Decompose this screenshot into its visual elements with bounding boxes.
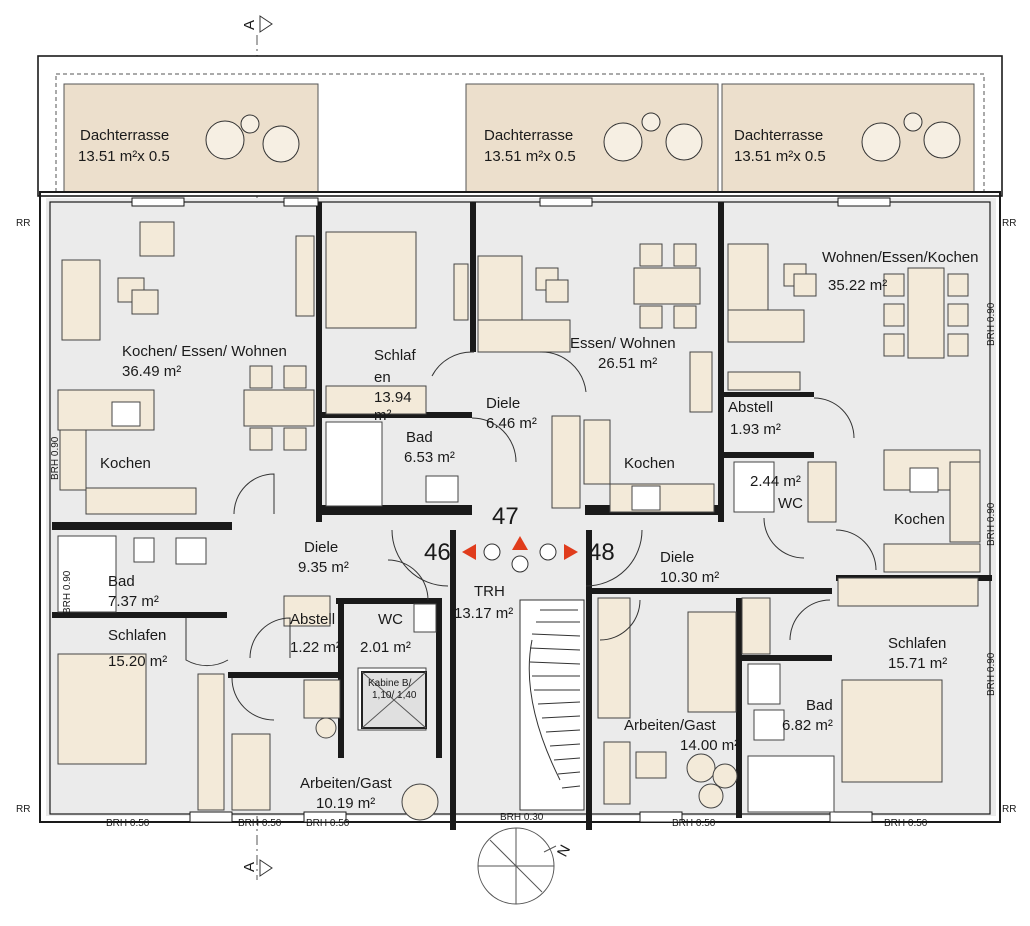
door-swings <box>185 351 877 721</box>
arrow-right <box>564 544 578 560</box>
label-abstell1-area: 1.93 m² <box>730 421 781 438</box>
label-brh-v3: BRH 0.90 <box>986 302 997 346</box>
label-unit-47: 47 <box>492 503 519 530</box>
label-brh-v5: BRH 0.90 <box>986 652 997 696</box>
label-schlaf1-name2: en <box>374 369 391 386</box>
label-bad1-area: 6.53 m² <box>404 449 455 466</box>
label-schlafen2-area: 15.20 m² <box>108 653 167 670</box>
label-ag2-area: 14.00 m² <box>680 737 739 754</box>
label-diele1-area: 6.46 m² <box>486 415 537 432</box>
label-brh-v4: BRH 0.90 <box>986 502 997 546</box>
label-abstell1-name: Abstell <box>728 399 773 416</box>
label-brh-v2: BRH 0.90 <box>62 570 73 614</box>
label-wek-area: 35.22 m² <box>828 277 887 294</box>
label-ag1-area: 10.19 m² <box>316 795 375 812</box>
label-rr-bl: RR <box>16 804 30 815</box>
roof-inner-line <box>55 73 985 193</box>
arrow-up <box>512 536 528 550</box>
label-schlafen3-name: Schlafen <box>888 635 946 652</box>
label-dt2-area: 13.51 m²x 0.5 <box>484 148 576 165</box>
label-brh-6: BRH 0.50 <box>884 818 928 829</box>
exterior-walls <box>39 191 1001 823</box>
label-wc2-area: 2.01 m² <box>360 639 411 656</box>
label-diele2-name: Diele <box>304 539 338 556</box>
entrance-markers <box>462 536 578 573</box>
label-brh-2: BRH 0.50 <box>238 818 282 829</box>
label-schlaf1-area2: m² <box>374 407 392 424</box>
label-dt3-area: 13.51 m²x 0.5 <box>734 148 826 165</box>
label-schlafen3-area: 15.71 m² <box>888 655 947 672</box>
label-trh-name: TRH <box>474 583 505 600</box>
arrow-left <box>462 544 476 560</box>
label-brh-1: BRH 0.50 <box>106 818 150 829</box>
label-diele3-area: 10.30 m² <box>660 569 719 586</box>
label-rr-tl: RR <box>16 218 30 229</box>
section-markers <box>259 15 273 877</box>
label-diele2-area: 9.35 m² <box>298 559 349 576</box>
label-north: N <box>554 842 574 860</box>
label-section-bottom: A <box>241 862 258 872</box>
label-kochen1: Kochen <box>100 455 151 472</box>
label-ag2-name: Arbeiten/Gast <box>624 717 717 734</box>
label-wc1-name: WC <box>778 495 803 512</box>
label-wc1-area: 2.44 m² <box>750 473 801 490</box>
label-kochen3: Kochen <box>894 511 945 528</box>
label-bad3-name: Bad <box>806 697 833 714</box>
label-trh-area: 13.17 m² <box>454 605 513 622</box>
label-brh-v1: BRH 0.90 <box>50 436 61 480</box>
label-ag1-name: Arbeiten/Gast <box>300 775 393 792</box>
label-ew-name: Essen/ Wohnen <box>570 335 676 352</box>
label-dt1-name: Dachterrasse <box>80 127 169 144</box>
label-unit-48: 48 <box>588 539 615 566</box>
label-diele1-name: Diele <box>486 395 520 412</box>
label-schlaf1-name1: Schlaf <box>374 347 417 364</box>
label-dt3-name: Dachterrasse <box>734 127 823 144</box>
label-schlaf1-area1: 13.94 <box>374 389 412 406</box>
label-rr-tr: RR <box>1002 218 1016 229</box>
label-brh-5: BRH 0.50 <box>672 818 716 829</box>
label-diele3-name: Diele <box>660 549 694 566</box>
label-abstell2-area: 1.22 m² <box>290 639 341 656</box>
label-wek-name: Wohnen/Essen/Kochen <box>822 249 979 266</box>
label-rr-br: RR <box>1002 804 1016 815</box>
windows-top <box>131 197 891 823</box>
label-kabine2: 1,10/ 1,40 <box>372 690 417 701</box>
label-bad2-name: Bad <box>108 573 135 590</box>
furniture <box>57 221 981 821</box>
label-kew1-name: Kochen/ Essen/ Wohnen <box>122 343 287 360</box>
terrace-furniture <box>205 112 961 163</box>
label-schlafen2-name: Schlafen <box>108 627 166 644</box>
label-dt1-area: 13.51 m²x 0.5 <box>78 148 170 165</box>
label-wc2-name: WC <box>378 611 403 628</box>
label-bad1-name: Bad <box>406 429 433 446</box>
label-unit-46: 46 <box>424 539 451 566</box>
label-kabine1: Kabine B/ <box>368 678 412 689</box>
label-ew-area: 26.51 m² <box>598 355 657 372</box>
north-compass <box>477 827 557 905</box>
label-abstell2-name: Abstell <box>290 611 335 628</box>
label-dt2-name: Dachterrasse <box>484 127 573 144</box>
label-kochen2: Kochen <box>624 455 675 472</box>
label-bad3-area: 6.82 m² <box>782 717 833 734</box>
label-brh-4: BRH 0.30 <box>500 812 544 823</box>
label-brh-3: BRH 0.50 <box>306 818 350 829</box>
lift-cross-2 <box>361 671 427 729</box>
label-kew1-area: 36.49 m² <box>122 363 181 380</box>
stairs <box>519 599 585 811</box>
label-bad2-area: 7.37 m² <box>108 593 159 610</box>
label-section-top: A <box>241 20 258 30</box>
